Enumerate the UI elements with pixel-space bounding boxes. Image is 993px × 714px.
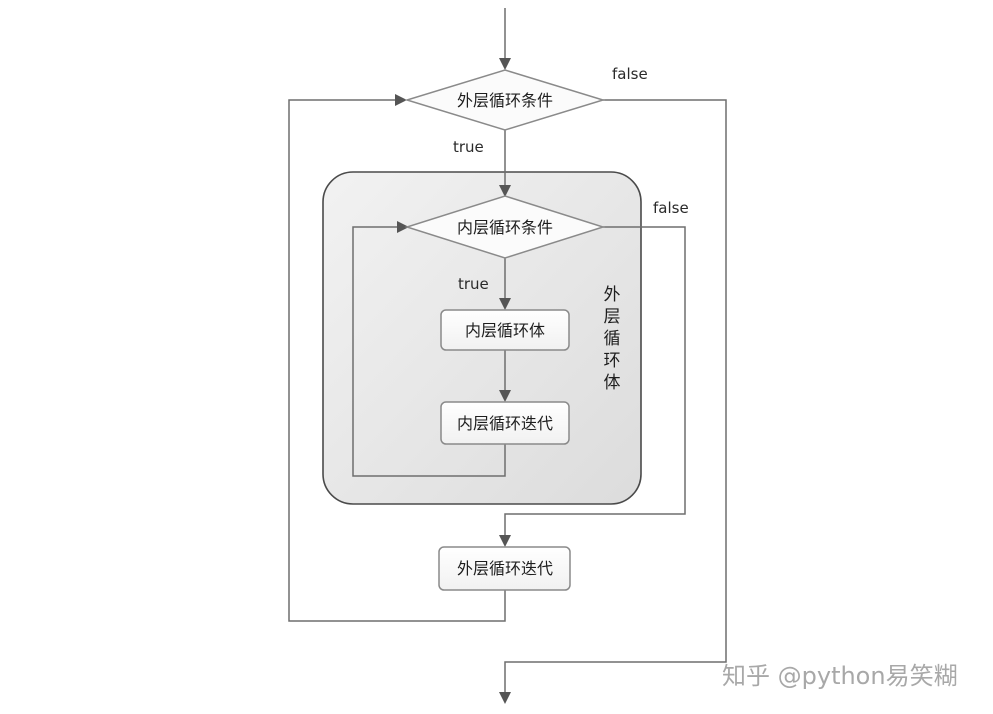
arrowhead bbox=[499, 298, 511, 310]
arrowhead bbox=[499, 58, 511, 70]
arrowhead bbox=[499, 390, 511, 402]
outer-true-label: true bbox=[453, 138, 484, 156]
arrowhead bbox=[499, 692, 511, 704]
group-label-char: 层 bbox=[604, 307, 621, 327]
arrowhead bbox=[395, 94, 407, 106]
arrowhead bbox=[397, 221, 409, 233]
inner-true-label: true bbox=[458, 275, 489, 293]
inner-iteration-box bbox=[440, 401, 570, 445]
arrowhead bbox=[499, 535, 511, 547]
inner-iteration-label: 内层循环迭代 bbox=[457, 414, 553, 433]
inner-loop-back-connector bbox=[352, 226, 506, 477]
outer-false-label: false bbox=[612, 65, 648, 83]
inner-condition-label: 内层循环条件 bbox=[457, 218, 553, 237]
group-label-char: 循 bbox=[604, 329, 621, 349]
outer-loop-body-label: 外 层 循 环 体 bbox=[604, 285, 621, 393]
group-label-char: 环 bbox=[604, 351, 621, 371]
outer-iteration-label: 外层循环迭代 bbox=[457, 559, 553, 578]
outer-false-connector bbox=[504, 99, 727, 698]
outer-loop-back-connector bbox=[288, 99, 506, 622]
group-label-char: 体 bbox=[604, 373, 621, 393]
group-label-char: 外 bbox=[604, 285, 621, 305]
inner-false-label: false bbox=[653, 199, 689, 217]
inner-body-box bbox=[440, 309, 570, 351]
outer-condition-label: 外层循环条件 bbox=[457, 91, 553, 110]
outer-condition-diamond bbox=[404, 69, 606, 131]
inner-condition-diamond bbox=[404, 195, 606, 259]
arrowhead bbox=[499, 185, 511, 197]
watermark: 知乎 @python易笑糊 bbox=[722, 662, 958, 690]
outer-iteration-box bbox=[438, 546, 571, 591]
inner-body-label: 内层循环体 bbox=[465, 321, 545, 340]
inner-false-connector bbox=[504, 226, 686, 543]
